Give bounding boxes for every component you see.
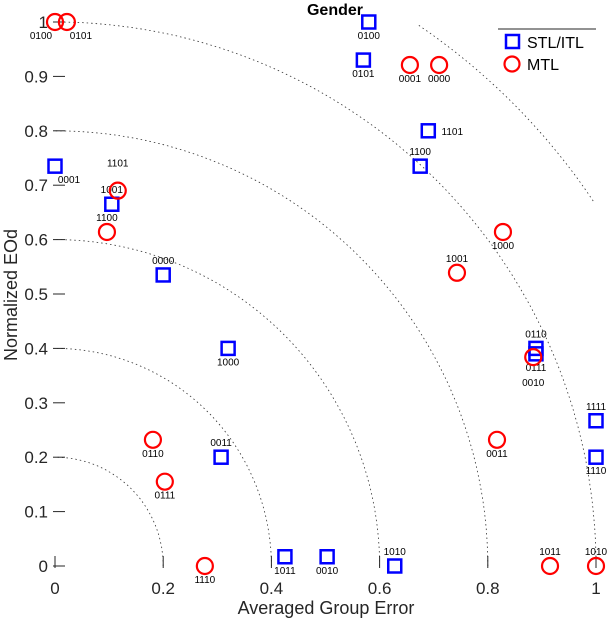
data-point-label: 1010 bbox=[384, 547, 407, 558]
data-point-circle bbox=[155, 472, 174, 491]
legend-entry-stl-itl: STL/ITL bbox=[527, 35, 584, 52]
data-point-label: 0011 bbox=[210, 438, 232, 449]
y-tick-label: 0 bbox=[39, 557, 48, 576]
data-point-square bbox=[386, 558, 403, 574]
data-point-label: 1110 bbox=[586, 466, 607, 477]
reference-arc bbox=[55, 348, 272, 566]
x-tick-label: 0.4 bbox=[260, 579, 284, 598]
data-point-label: 0010 bbox=[316, 566, 339, 577]
data-point-square bbox=[355, 52, 372, 68]
data-point-label: 0111 bbox=[154, 491, 175, 502]
data-point-label: 1011 bbox=[274, 566, 296, 577]
data-point-square bbox=[220, 340, 236, 357]
data-point-label: 0110 bbox=[142, 449, 164, 460]
data-points: 0100010111011100000110010000100000111011… bbox=[30, 12, 608, 586]
data-point-square bbox=[588, 449, 604, 465]
data-point-label: 0101 bbox=[70, 31, 93, 42]
data-point-circle bbox=[108, 181, 127, 200]
data-point-label: 1001 bbox=[446, 254, 469, 265]
y-tick-label: 0.8 bbox=[24, 122, 48, 141]
data-point-label: 1101 bbox=[442, 127, 464, 138]
data-point-circle bbox=[540, 556, 560, 576]
data-point-square bbox=[104, 196, 120, 212]
data-point-label: 0000 bbox=[428, 74, 451, 85]
data-point-label: 1111 bbox=[586, 402, 606, 413]
data-point-label: 1101 bbox=[107, 159, 129, 170]
data-point-square bbox=[528, 346, 544, 362]
reference-arc bbox=[54, 21, 597, 567]
data-point-label: 1110 bbox=[194, 575, 215, 586]
data-point-circle bbox=[195, 556, 214, 576]
data-point-circle bbox=[487, 430, 507, 449]
data-point-label: 0011 bbox=[486, 449, 508, 460]
data-point-label: 0101 bbox=[352, 69, 375, 80]
chart-title: Gender bbox=[307, 2, 363, 19]
data-point-square bbox=[277, 549, 293, 565]
data-point-label: 1100 bbox=[96, 213, 118, 224]
data-point-square bbox=[412, 158, 428, 174]
data-point-circle bbox=[143, 430, 163, 449]
data-point-circle bbox=[97, 222, 117, 242]
data-point-square bbox=[588, 413, 604, 429]
data-point-label: 0000 bbox=[152, 256, 175, 267]
data-point-circle bbox=[430, 55, 449, 75]
data-point-label: 0001 bbox=[58, 175, 81, 186]
y-tick-label: 0.5 bbox=[24, 285, 48, 304]
data-point-label: 1000 bbox=[492, 241, 515, 252]
data-point-label: 1000 bbox=[217, 357, 240, 368]
data-point-label: 1001 bbox=[101, 185, 124, 196]
data-point-label: 0111 bbox=[526, 363, 547, 374]
data-point-square bbox=[155, 267, 171, 283]
data-point-square bbox=[319, 549, 335, 565]
reference-arcs bbox=[54, 21, 597, 567]
y-tick-label: 0.9 bbox=[24, 67, 48, 86]
data-point-label: 1100 bbox=[409, 147, 431, 158]
data-point-label: 0110 bbox=[525, 329, 547, 340]
data-point-circle bbox=[493, 222, 513, 242]
data-point-circle bbox=[400, 55, 419, 75]
data-point-label: 0001 bbox=[399, 74, 422, 85]
data-point-square bbox=[420, 123, 437, 139]
data-point-circle bbox=[447, 263, 467, 282]
y-tick-label: 1 bbox=[39, 13, 48, 32]
data-point-square bbox=[213, 449, 229, 465]
y-tick-label: 0.3 bbox=[24, 394, 48, 413]
x-axis-label: Averaged Group Error bbox=[238, 598, 415, 618]
y-tick-label: 0.7 bbox=[24, 176, 48, 195]
data-point-square bbox=[47, 158, 63, 174]
data-point-label: 0010 bbox=[522, 378, 545, 389]
legend: STL/ITL MTL bbox=[498, 28, 596, 74]
reference-arc bbox=[55, 456, 164, 566]
x-tick-label: 0.2 bbox=[151, 579, 175, 598]
x-tick-label: 1 bbox=[591, 579, 600, 598]
y-axis-label: Normalized EOd bbox=[1, 229, 21, 361]
data-point-square bbox=[361, 14, 377, 30]
data-point-circle bbox=[586, 556, 606, 576]
y-tick-label: 0.6 bbox=[24, 231, 48, 250]
axis-ticks: 0 0.2 0.4 0.6 0.8 1 0 0.1 0.2 0.3 0.4 0.5 0.6 0.7 0.8 0… bbox=[24, 13, 600, 598]
reference-arc bbox=[417, 24, 594, 202]
data-point-circle bbox=[57, 12, 77, 32]
y-tick-label: 0.4 bbox=[24, 339, 48, 358]
reference-arc bbox=[55, 239, 380, 566]
legend-square-icon bbox=[504, 33, 521, 50]
reference-arc bbox=[54, 130, 489, 567]
x-tick-label: 0 bbox=[50, 579, 59, 598]
data-point-label: 0100 bbox=[30, 31, 53, 42]
x-tick-label: 0.8 bbox=[476, 579, 500, 598]
y-tick-label: 0.1 bbox=[24, 503, 48, 522]
data-point-label: 0100 bbox=[358, 31, 381, 42]
data-point-label: 1010 bbox=[585, 547, 608, 558]
legend-entry-mtl: MTL bbox=[527, 57, 559, 74]
legend-circle-icon bbox=[503, 55, 521, 73]
x-tick-label: 0.6 bbox=[368, 579, 392, 598]
data-point-circle bbox=[45, 12, 65, 32]
data-point-label: 1011 bbox=[539, 547, 561, 558]
data-point-circle bbox=[524, 348, 543, 367]
y-tick-label: 0.2 bbox=[24, 448, 48, 467]
